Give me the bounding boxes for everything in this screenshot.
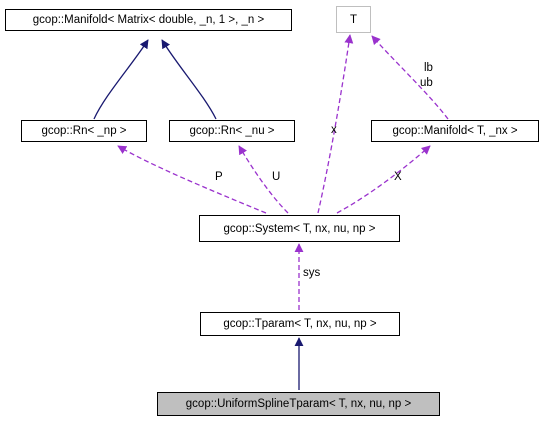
edge-label-x: x bbox=[331, 124, 337, 136]
edge-system-to-manifold-t-x bbox=[336, 145, 431, 214]
edge-system-to-rn-nu-u bbox=[238, 145, 289, 214]
edge-label-ub: ub bbox=[420, 77, 433, 89]
edge-system-to-t-x bbox=[317, 34, 354, 214]
node-manifold-t[interactable]: gcop::Manifold< T, _nx > bbox=[371, 120, 539, 142]
node-rn-np[interactable]: gcop::Rn< _np > bbox=[21, 120, 147, 142]
edge-label-u: U bbox=[272, 171, 281, 183]
edge-label-sys: sys bbox=[303, 267, 321, 279]
edge-system-to-rn-np-p bbox=[117, 145, 267, 214]
edge-rn-np-to-manifold bbox=[93, 39, 149, 120]
node-uniform-spline-tparam: gcop::UniformSplineTparam< T, nx, nu, np… bbox=[157, 392, 440, 416]
node-tparam[interactable]: gcop::Tparam< T, nx, nu, np > bbox=[200, 312, 400, 336]
edge-label-lb: lb bbox=[424, 62, 433, 74]
edge-manifold-t-to-t-lb-ub bbox=[371, 35, 449, 120]
edge-rn-nu-to-manifold bbox=[161, 39, 217, 120]
edge-label-big-x: X bbox=[394, 171, 402, 183]
node-template-t: T bbox=[336, 6, 371, 33]
edge-label-p: P bbox=[215, 171, 223, 183]
node-rn-nu[interactable]: gcop::Rn< _nu > bbox=[169, 120, 295, 142]
node-manifold-matrix[interactable]: gcop::Manifold< Matrix< double, _n, 1 >,… bbox=[5, 9, 292, 31]
node-system[interactable]: gcop::System< T, nx, nu, np > bbox=[199, 215, 400, 242]
